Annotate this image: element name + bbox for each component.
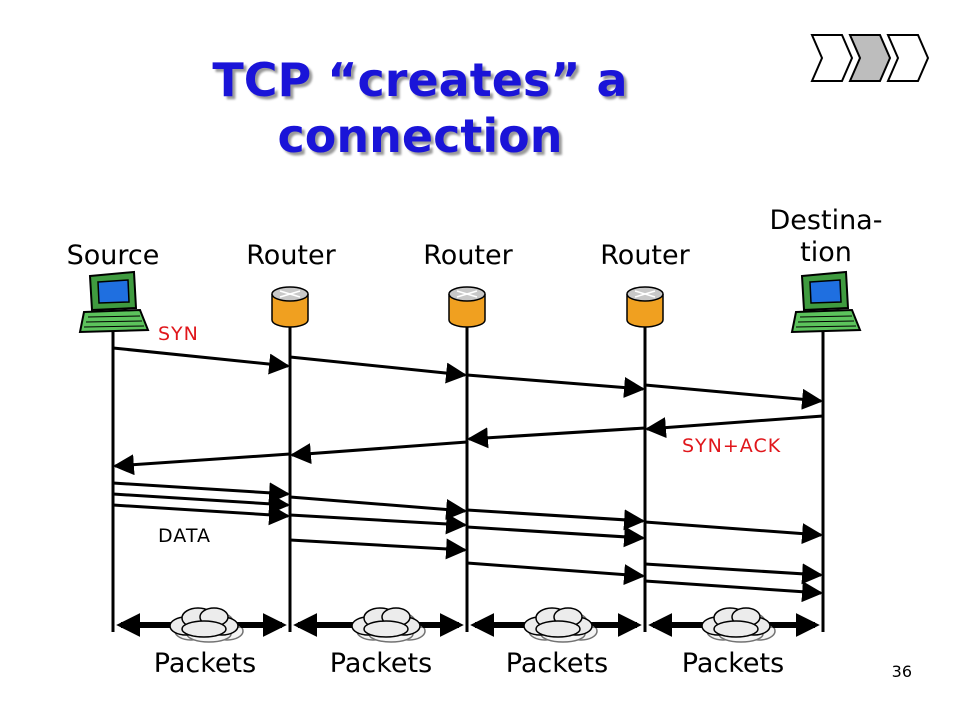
syn-ack-arrows: [112, 414, 824, 476]
node-label-destination-line-2: tion: [800, 237, 852, 268]
node-label-source: Source: [66, 240, 160, 271]
router-icon: [448, 286, 486, 328]
computer-terminal-icon: [791, 271, 861, 333]
link-label-packets-1: Packets: [153, 648, 257, 679]
data-arrows: [112, 481, 824, 603]
syn-arrows: [112, 346, 824, 410]
node-label-destination: Destina- tion: [756, 205, 896, 269]
node-label-destination-line-1: Destina-: [769, 205, 883, 236]
router-icon: [271, 286, 309, 328]
cloud-icon: [701, 607, 771, 638]
cloud-icon: [523, 607, 593, 638]
message-label-syn: SYN: [158, 323, 199, 345]
computer-terminal-icon: [79, 271, 149, 333]
slide-navigation-arrows-icon[interactable]: [810, 34, 930, 82]
message-label-data: DATA: [158, 525, 211, 547]
slide-title-line-1: TCP “creates” a: [212, 53, 628, 107]
node-label-router-1: Router: [246, 240, 336, 271]
link-label-packets-3: Packets: [505, 648, 609, 679]
cloud-icon: [351, 607, 421, 638]
link-label-packets-2: Packets: [329, 648, 433, 679]
cloud-icon: [169, 607, 239, 638]
slide-title: TCP “creates” a connection: [130, 52, 710, 164]
link-label-packets-4: Packets: [681, 648, 785, 679]
router-icon: [626, 286, 664, 328]
message-label-syn-ack: SYN+ACK: [682, 435, 782, 457]
node-label-router-2: Router: [423, 240, 513, 271]
slide-title-line-2: connection: [277, 109, 563, 163]
slide-page-number: 36: [891, 662, 912, 681]
node-label-router-3: Router: [600, 240, 690, 271]
